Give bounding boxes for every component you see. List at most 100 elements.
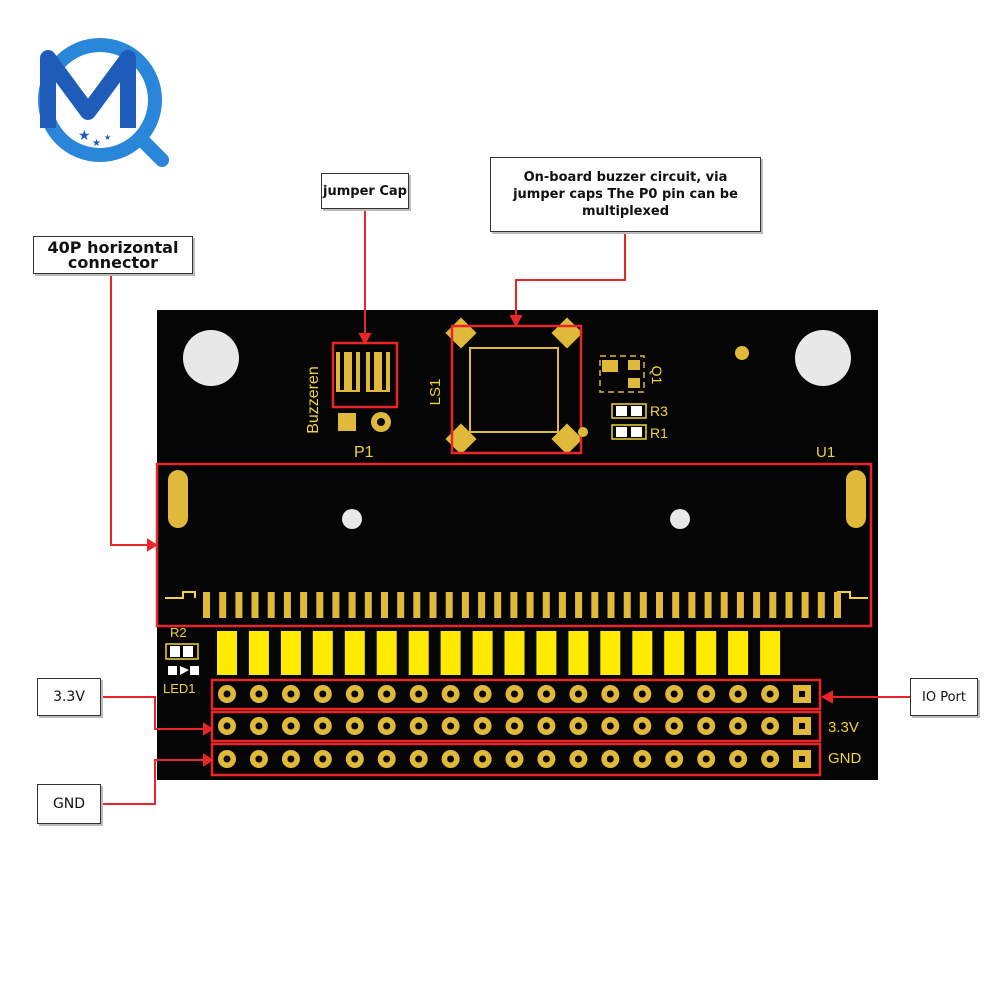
pin-header-rows xyxy=(218,685,811,768)
edge-finger xyxy=(397,592,405,618)
callout-40p-connector: 40P horizontal connector xyxy=(33,236,193,274)
led1 xyxy=(165,643,199,675)
pad-hole xyxy=(351,755,359,763)
callout-40p-line1: 40P horizontal xyxy=(47,238,179,257)
edge-finger xyxy=(656,592,663,618)
svg-text:★: ★ xyxy=(78,128,91,144)
pad-hole xyxy=(511,690,518,698)
pad-hole xyxy=(351,722,359,730)
pad-hole xyxy=(574,722,582,730)
pad-hole xyxy=(734,690,742,698)
pad-hole xyxy=(638,690,646,698)
pad-hole xyxy=(670,755,678,763)
pin-label-bar xyxy=(760,631,781,675)
leader-lines xyxy=(101,209,910,805)
pad-hole xyxy=(479,722,487,730)
pad-hole xyxy=(799,691,805,697)
edge-finger xyxy=(478,592,486,618)
pad-hole xyxy=(766,722,774,730)
pin-label-bar xyxy=(696,631,717,675)
pin-label-bar xyxy=(344,631,365,675)
edge-finger xyxy=(251,592,259,618)
pad-hole xyxy=(255,690,263,698)
edge-finger xyxy=(704,592,712,618)
pad-hole xyxy=(415,690,423,698)
edge-finger xyxy=(203,592,210,618)
pad-hole xyxy=(255,722,263,730)
pin-label-bar xyxy=(376,631,397,675)
pin-label-bar xyxy=(728,631,749,675)
edge-finger xyxy=(283,592,291,618)
pad-hole xyxy=(255,755,263,763)
pad-hole xyxy=(734,755,742,763)
callout-3v3: 3.3V xyxy=(37,678,101,716)
pad-hole xyxy=(511,755,518,763)
edge-finger xyxy=(348,592,356,618)
pad-hole xyxy=(319,690,327,698)
silk-q1: Q1 xyxy=(649,366,665,385)
edge-finger xyxy=(801,592,809,618)
pin-label-bar xyxy=(472,631,493,675)
pin-label-bar xyxy=(280,631,301,675)
pad-hole xyxy=(383,690,391,698)
callout-buzzer-text: On-board buzzer circuit, via jumper caps… xyxy=(513,170,738,219)
edge-finger xyxy=(817,592,825,618)
pad-hole xyxy=(799,756,805,762)
jumper-cap-header xyxy=(336,346,391,432)
edge-finger xyxy=(219,592,227,618)
pin-labels-bars xyxy=(217,631,781,675)
edge-finger xyxy=(688,592,696,618)
pad-hole xyxy=(447,755,455,763)
edge-finger xyxy=(672,592,680,618)
pad-hole xyxy=(287,722,295,730)
silk-r1: R1 xyxy=(650,425,668,441)
resistor-r1 xyxy=(611,424,647,440)
edge-finger xyxy=(720,592,728,618)
callout-gnd-text: GND xyxy=(52,796,86,812)
io-row-highlight xyxy=(210,678,822,711)
edge-finger xyxy=(235,592,243,618)
pad-hole xyxy=(670,722,678,730)
edge-connector xyxy=(165,470,868,618)
pad-hole xyxy=(287,755,295,763)
edge-finger xyxy=(267,592,275,618)
pad-hole xyxy=(542,690,550,698)
pad-hole xyxy=(670,690,678,698)
callout-jumper-cap-text: jumper Cap xyxy=(323,183,407,199)
brand-logo: ★ ★ ★ xyxy=(38,38,169,167)
pad-hole xyxy=(574,690,582,698)
silk-u1: U1 xyxy=(816,444,835,461)
pad-hole xyxy=(351,690,359,698)
edge-finger xyxy=(558,592,566,618)
pad-hole xyxy=(479,755,487,763)
pad-hole xyxy=(447,722,455,730)
transistor-q1 xyxy=(599,355,645,393)
edge-finger xyxy=(769,592,777,618)
pin-label-bar xyxy=(536,631,557,675)
pad-hole xyxy=(479,690,487,698)
pad-hole xyxy=(383,755,391,763)
pad-hole xyxy=(638,755,646,763)
svg-text:★: ★ xyxy=(92,138,101,149)
pad-hole xyxy=(383,722,391,730)
pad-hole xyxy=(702,722,710,730)
silk-r3: R3 xyxy=(650,403,668,419)
pad-hole xyxy=(319,722,327,730)
callout-jumper-cap: jumper Cap xyxy=(321,173,409,209)
pad-hole xyxy=(766,755,774,763)
callout-gnd: GND xyxy=(37,784,101,824)
edge-finger xyxy=(413,592,421,618)
pin-label-bar xyxy=(632,631,653,675)
callout-3v3-text: 3.3V xyxy=(53,689,85,705)
pad-hole xyxy=(415,755,423,763)
edge-finger xyxy=(510,592,518,618)
edge-finger xyxy=(461,592,469,618)
pad-hole xyxy=(638,722,646,730)
silk-ls1: LS1 xyxy=(427,379,444,406)
edge-finger xyxy=(607,592,615,618)
silk-led1: LED1 xyxy=(163,681,196,696)
pin-label-bar xyxy=(504,631,525,675)
edge-finger xyxy=(332,592,340,618)
